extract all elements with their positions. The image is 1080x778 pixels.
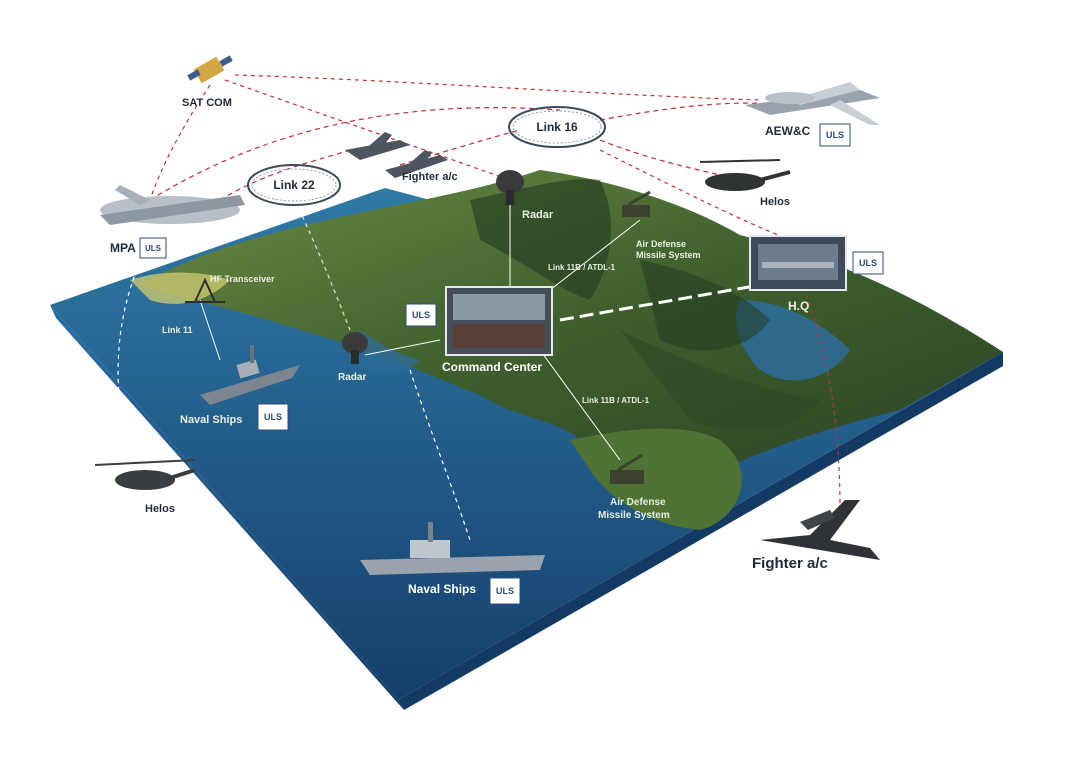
satcom-to-aew <box>234 74 761 101</box>
command-center-image-icon <box>445 286 553 356</box>
label-aewc: AEW&C <box>765 124 811 138</box>
uls-logo-text: ULS <box>412 310 430 320</box>
label-link11b-bottom: Link 11B / ATDL-1 <box>582 396 650 405</box>
uls-logo-hq: ULS <box>852 251 884 275</box>
radar-top-icon <box>496 170 524 205</box>
uls-logo-aewc: ULS <box>819 123 851 147</box>
label-link22: Link 22 <box>273 178 315 192</box>
link16-ring <box>508 106 606 148</box>
hq-image-icon <box>749 235 847 291</box>
air-defense-bottom-icon <box>610 453 644 484</box>
label-command-center: Command Center <box>442 360 542 374</box>
terrain-map <box>50 170 1003 710</box>
uls-logo-mpa: ULS <box>139 237 167 259</box>
label-hq: H.Q <box>788 299 809 313</box>
label-air-defense-top-line1: Air Defense <box>636 239 686 249</box>
satcom-to-radar <box>224 79 511 181</box>
label-radar-top: Radar <box>522 209 554 221</box>
air-defense-top-icon <box>622 190 651 217</box>
label-air-defense-bottom: Air Defense Missile System <box>598 497 670 521</box>
satcom-icon <box>187 55 233 84</box>
aewc-aircraft-icon <box>745 82 880 125</box>
uls-logo-text: ULS <box>859 258 877 268</box>
link-to-helos-top <box>599 139 721 176</box>
label-link11: Link 11 <box>162 325 193 335</box>
mpa-aircraft-icon <box>100 185 245 225</box>
command-to-ad-top <box>549 219 641 291</box>
uls-logo-naval-left: ULS <box>257 403 289 431</box>
label-mpa: MPA <box>110 241 136 255</box>
link11-line <box>199 299 221 361</box>
satcom-to-mpa <box>149 84 211 201</box>
label-air-defense-top: Air Defense Missile System <box>636 239 701 260</box>
link-fighter-link16 <box>399 129 521 166</box>
link-mpa-fighter <box>219 149 351 201</box>
label-link16: Link 16 <box>536 120 578 134</box>
label-sat-com: SAT COM <box>182 97 232 109</box>
label-radar-left: Radar <box>338 372 366 383</box>
hf-transceiver-icon <box>185 277 225 303</box>
naval-ship-bottom-icon <box>360 522 545 575</box>
link16-arc-left <box>149 107 561 201</box>
label-helos-top: Helos <box>760 196 790 208</box>
label-air-defense-bottom-line2: Missile System <box>598 510 670 521</box>
naval-ship-left-icon <box>200 345 300 405</box>
command-to-radar-left <box>364 339 441 356</box>
uls-logo-text: ULS <box>496 586 514 596</box>
uls-logo-naval-bottom: ULS <box>489 577 521 605</box>
label-fighter-right: Fighter a/c <box>752 555 828 572</box>
fighter-right-icon <box>760 500 880 560</box>
fighter-top-left-icon <box>345 132 410 160</box>
uls-logo-text: ULS <box>826 130 844 140</box>
fighter-top-right-icon <box>385 150 448 178</box>
radar-left-icon <box>342 332 368 364</box>
uls-logo-command: ULS <box>405 303 437 327</box>
label-air-defense-top-line2: Missile System <box>636 250 701 260</box>
link22-ring <box>247 164 341 206</box>
label-hf-transceiver: HF Transceiver <box>210 274 275 284</box>
command-to-ad-bottom <box>539 349 621 461</box>
command-to-naval <box>409 369 471 541</box>
label-naval-ships-left: Naval Ships <box>180 414 242 426</box>
diagram-labels: SAT COM AEW&C Link 16 Link 22 Fighter a/… <box>110 97 828 596</box>
mpa-to-helos-left <box>117 239 151 441</box>
label-helos-left: Helos <box>145 503 175 515</box>
uls-logo-text: ULS <box>264 412 282 422</box>
label-fighter-top: Fighter a/c <box>402 171 458 183</box>
label-link11b-top: Link 11B / ATDL-1 <box>548 263 616 272</box>
command-to-hq <box>559 283 761 322</box>
helicopter-left-icon <box>94 459 196 490</box>
uls-logo-text: ULS <box>145 244 162 253</box>
label-naval-ships-bottom: Naval Ships <box>408 582 476 596</box>
hq-to-fighter <box>799 279 841 511</box>
satcom-to-radar-left <box>239 94 351 331</box>
helicopter-top-icon <box>699 159 791 191</box>
label-air-defense-bottom-line1: Air Defense <box>610 497 666 508</box>
